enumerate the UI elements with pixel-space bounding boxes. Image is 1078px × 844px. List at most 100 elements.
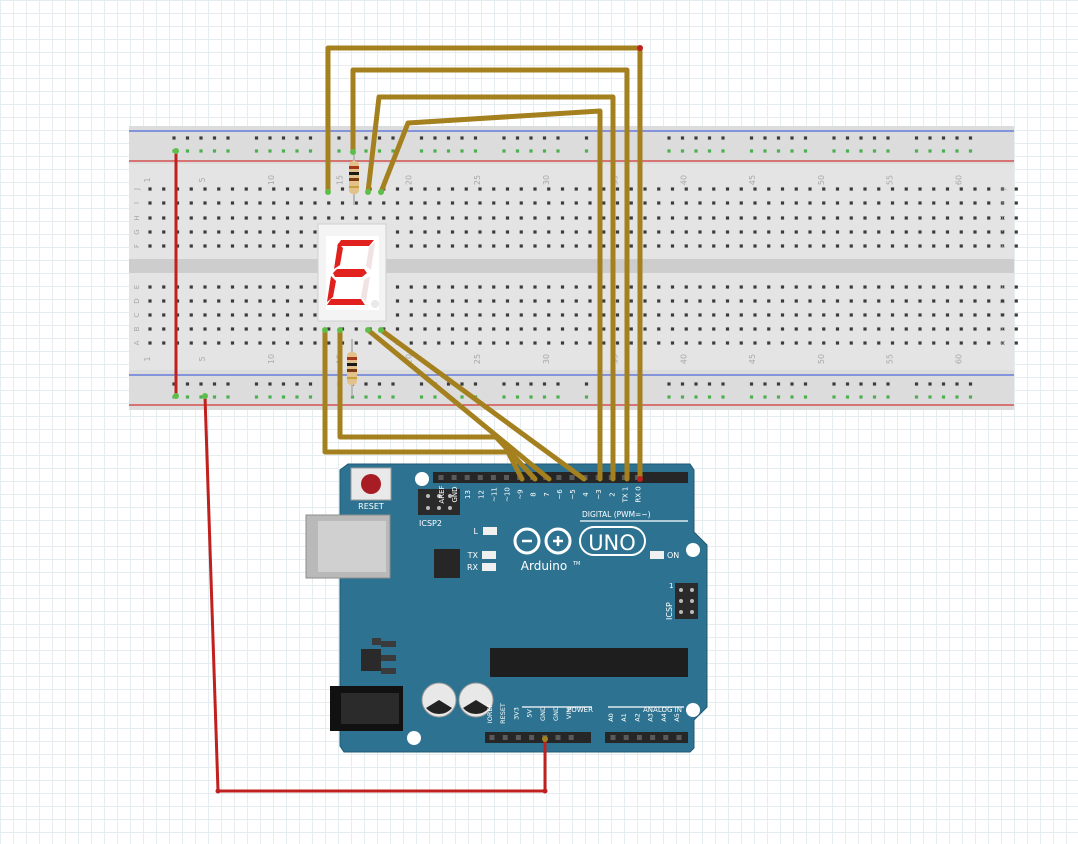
breadboard-hole[interactable] [327,216,331,220]
header-pin[interactable] [451,475,457,480]
breadboard-hole[interactable] [189,187,193,191]
breadboard-hole[interactable] [684,313,688,317]
breadboard-hole[interactable] [588,299,592,303]
breadboard-hole[interactable] [725,230,730,234]
power-rail-hole[interactable] [707,382,712,386]
breadboard-hole[interactable] [478,187,482,191]
breadboard-hole[interactable] [822,216,826,220]
breadboard-hole[interactable] [670,299,675,303]
power-rail-hole[interactable] [254,136,259,140]
breadboard-hole[interactable] [340,201,345,205]
breadboard-hole[interactable] [767,327,771,331]
power-rail-hole[interactable] [941,149,946,153]
power-rail-hole[interactable] [364,382,368,386]
breadboard-hole[interactable] [808,313,812,317]
breadboard-hole[interactable] [904,187,908,191]
breadboard-hole[interactable] [904,201,908,205]
breadboard-hole[interactable] [395,244,400,248]
breadboard-hole[interactable] [753,327,757,331]
breadboard-hole[interactable] [808,230,812,234]
header-pin[interactable] [477,475,483,480]
power-rail-hole[interactable] [832,149,836,153]
breadboard-hole[interactable] [258,201,262,205]
power-rail-hole[interactable] [281,382,286,386]
breadboard-hole[interactable] [162,244,166,248]
breadboard-hole[interactable] [890,313,895,317]
power-rail-hole[interactable] [391,149,395,153]
breadboard-hole[interactable] [890,187,895,191]
breadboard-hole[interactable] [945,313,950,317]
breadboard-hole[interactable] [409,313,413,317]
breadboard-hole[interactable] [959,187,963,191]
breadboard-hole[interactable] [643,313,647,317]
power-rail-hole[interactable] [845,395,850,399]
breadboard-hole[interactable] [285,230,290,234]
power-rail-hole[interactable] [763,395,767,399]
breadboard-hole[interactable] [822,327,826,331]
power-rail-hole[interactable] [968,136,973,140]
power-rail-hole[interactable] [446,149,451,153]
breadboard-hole[interactable] [932,341,936,345]
breadboard-hole[interactable] [643,230,647,234]
breadboard-hole[interactable] [492,244,496,248]
breadboard-hole[interactable] [505,187,510,191]
breadboard-hole[interactable] [987,244,991,248]
power-rail-hole[interactable] [667,136,671,140]
breadboard-hole[interactable] [670,327,675,331]
breadboard-hole[interactable] [959,216,963,220]
breadboard-hole[interactable] [629,201,633,205]
breadboard-hole[interactable] [987,216,991,220]
breadboard-hole[interactable] [189,244,193,248]
breadboard-hole[interactable] [890,299,895,303]
breadboard-hole[interactable] [615,244,620,248]
power-rail-hole[interactable] [502,382,506,386]
breadboard-hole[interactable] [395,299,400,303]
breadboard-hole[interactable] [313,341,317,345]
breadboard-hole[interactable] [272,230,276,234]
breadboard-hole[interactable] [409,299,413,303]
breadboard-hole[interactable] [272,187,276,191]
breadboard-hole[interactable] [918,201,922,205]
breadboard-hole[interactable] [890,285,895,289]
breadboard-hole[interactable] [450,285,455,289]
breadboard-hole[interactable] [519,285,523,289]
breadboard-hole[interactable] [602,299,606,303]
breadboard-hole[interactable] [629,216,633,220]
breadboard-hole[interactable] [464,313,468,317]
breadboard-hole[interactable] [945,187,950,191]
breadboard-hole[interactable] [437,216,441,220]
breadboard-hole[interactable] [794,341,798,345]
breadboard-hole[interactable] [657,285,661,289]
power-rail-hole[interactable] [763,136,767,140]
breadboard-hole[interactable] [299,201,303,205]
breadboard-hole[interactable] [725,201,730,205]
breadboard-hole[interactable] [822,313,826,317]
power-rail-hole[interactable] [776,136,781,140]
breadboard-hole[interactable] [244,327,248,331]
power-rail-hole[interactable] [680,149,685,153]
breadboard-hole[interactable] [327,341,331,345]
power-rail-hole[interactable] [185,382,190,386]
breadboard-hole[interactable] [492,341,496,345]
power-rail-hole[interactable] [460,382,464,386]
breadboard-hole[interactable] [712,244,716,248]
breadboard-hole[interactable] [505,285,510,289]
breadboard-hole[interactable] [945,299,950,303]
breadboard-hole[interactable] [602,201,606,205]
breadboard-hole[interactable] [780,313,785,317]
power-rail-hole[interactable] [859,136,863,140]
breadboard-hole[interactable] [547,341,551,345]
breadboard-hole[interactable] [588,216,592,220]
breadboard-hole[interactable] [835,244,840,248]
power-rail-hole[interactable] [433,395,437,399]
breadboard-hole[interactable] [918,299,922,303]
breadboard-hole[interactable] [1000,299,1005,303]
breadboard-hole[interactable] [409,187,413,191]
breadboard-hole[interactable] [973,299,977,303]
breadboard-hole[interactable] [574,187,578,191]
header-pin[interactable] [621,475,627,480]
power-rail-hole[interactable] [872,382,877,386]
breadboard-hole[interactable] [244,201,248,205]
breadboard-hole[interactable] [464,216,468,220]
breadboard-hole[interactable] [932,313,936,317]
